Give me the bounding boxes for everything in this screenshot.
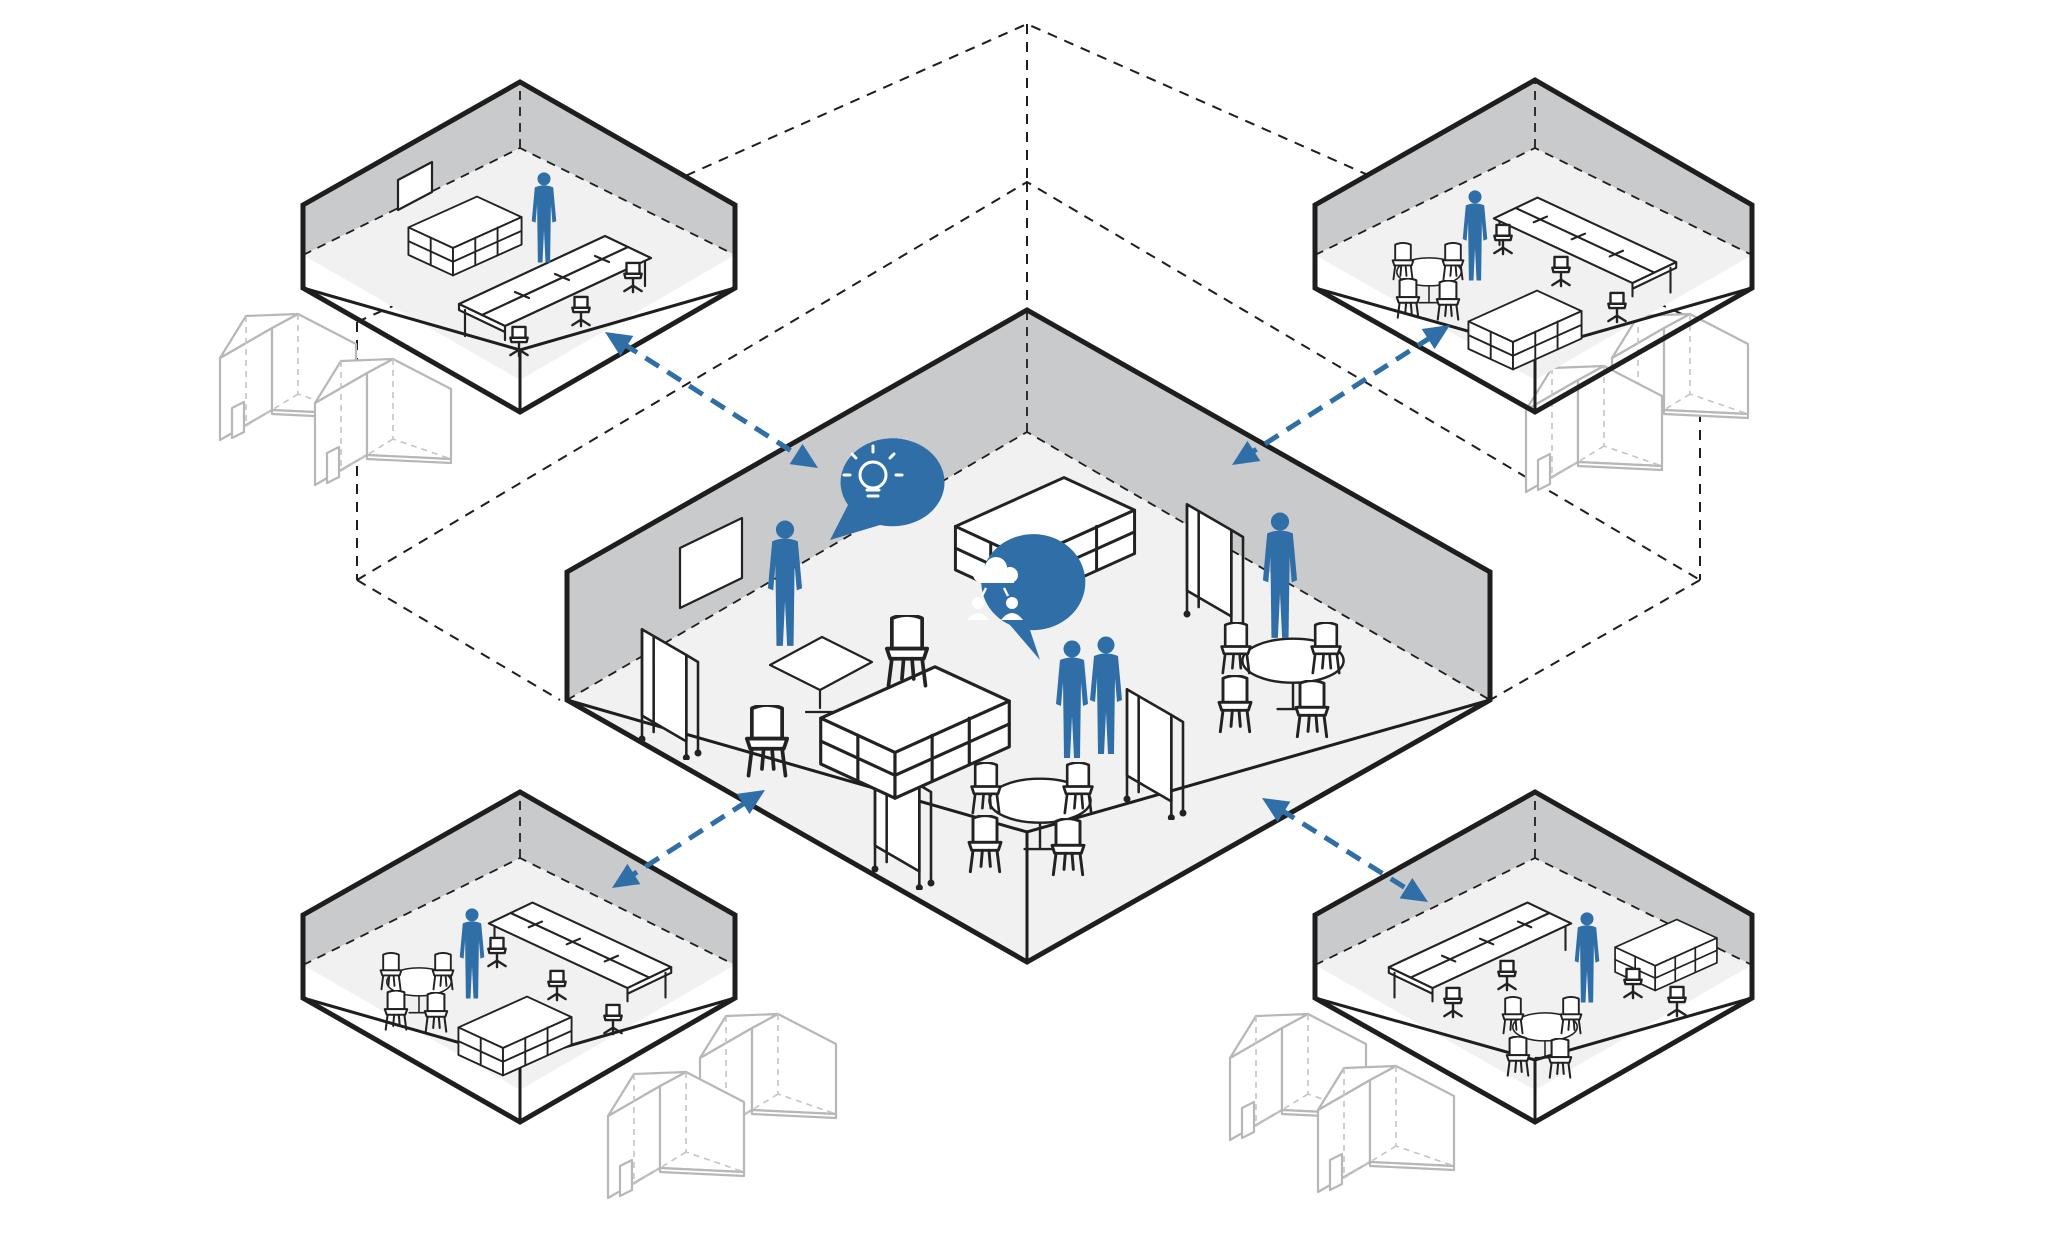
office-chair [1668,987,1685,1016]
house-icon [1526,366,1662,492]
house-icon [315,359,451,485]
satellite-room-bottom-left [303,792,836,1198]
satellite-room-top-left [220,82,735,485]
house-icon [1318,1066,1454,1192]
arrow-bottom-right [1262,798,1428,902]
arrow-bottom-left [612,790,765,888]
satellite-room-top-right [1315,80,1752,492]
satellite-room-bottom-right [1230,792,1752,1192]
central-hub-room [567,310,1490,962]
arrow-top-left [605,332,818,468]
house-icon [608,1072,744,1198]
